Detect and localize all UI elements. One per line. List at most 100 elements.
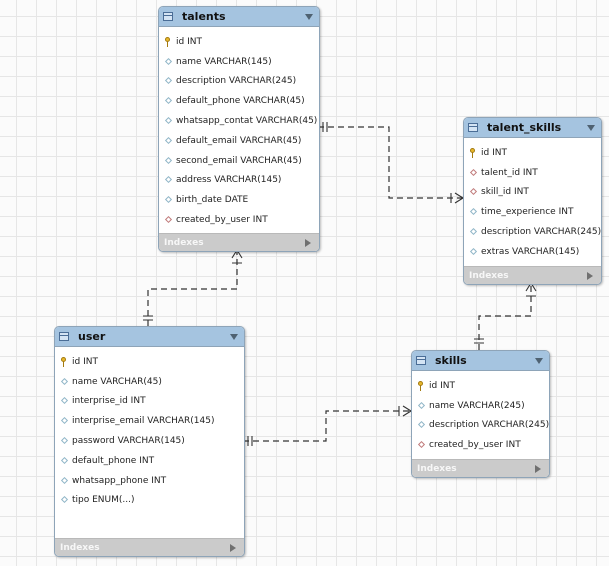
column-row[interactable]: id INT [55,352,244,372]
column-label: interprise_id INT [72,396,146,407]
table-name: talent_skills [487,121,562,134]
column-diamond-icon [417,419,426,431]
column-label: id INT [481,147,507,158]
indexes-label: Indexes [60,542,100,553]
table-header[interactable]: user [55,327,244,347]
table-talents[interactable]: talents id INT name VARCHAR(145) descrip… [158,6,320,252]
table-talent-skills[interactable]: talent_skills id INT talent_id INT skill… [463,117,602,285]
column-row[interactable]: name VARCHAR(45) [55,372,244,392]
table-header[interactable]: talent_skills [464,118,601,138]
column-row[interactable]: address VARCHAR(145) [159,171,319,191]
column-label: whatsapp_contat VARCHAR(45) [176,116,318,127]
column-row[interactable]: interprise_id INT [55,392,244,412]
column-label: address VARCHAR(145) [176,175,282,186]
column-diamond-icon [469,206,478,218]
table-header[interactable]: talents [159,7,319,27]
column-row[interactable]: tipo ENUM(...) [55,491,244,511]
column-row[interactable]: description VARCHAR(245) [464,222,601,242]
relation-user-talents[interactable] [147,250,238,326]
column-row[interactable]: skill_id INT [464,183,601,203]
table-user[interactable]: user id INT name VARCHAR(45) interprise_… [54,326,245,557]
column-row[interactable]: time_experience INT [464,202,601,222]
column-label: default_phone INT [72,455,155,466]
column-row[interactable]: created_by_user INT [412,435,549,455]
foreign-key-diamond-icon [469,186,478,198]
relation-talent-skills-skills[interactable] [478,283,532,350]
collapse-arrow-icon[interactable] [230,333,238,340]
collapse-arrow-icon[interactable] [587,124,595,131]
column-row[interactable]: id INT [412,376,549,396]
column-row[interactable]: default_phone INT [55,451,244,471]
column-diamond-icon [469,226,478,238]
cardinality-one-marker [322,122,328,132]
cardinality-one-marker [247,436,253,446]
column-diamond-icon [164,75,173,87]
table-icon [416,356,426,365]
cardinality-one-marker [474,338,484,344]
column-diamond-icon [469,246,478,258]
expand-arrow-icon[interactable] [535,464,541,473]
cardinality-one-marker [143,315,153,321]
table-icon [59,332,69,341]
table-header[interactable]: skills [412,351,549,371]
column-row[interactable]: talent_id INT [464,163,601,183]
column-row[interactable]: whatsapp_contat VARCHAR(45) [159,111,319,131]
column-row[interactable]: whatsapp_phone INT [55,471,244,491]
column-diamond-icon [164,56,173,68]
indexes-bar[interactable]: Indexes [159,233,319,251]
column-label: time_experience INT [481,207,574,218]
column-row[interactable]: id INT [464,143,601,163]
collapse-arrow-icon[interactable] [535,357,543,364]
column-row[interactable]: default_email VARCHAR(45) [159,131,319,151]
indexes-bar[interactable]: Indexes [412,459,549,477]
relation-user-skills[interactable] [243,410,411,442]
column-label: description VARCHAR(245) [481,227,602,238]
table-skills[interactable]: skills id INT name VARCHAR(245) descript… [411,350,550,478]
collapse-arrow-icon[interactable] [305,13,313,20]
column-row[interactable]: extras VARCHAR(145) [464,242,601,262]
column-label: skill_id INT [481,187,529,198]
column-row[interactable]: id INT [159,32,319,52]
cardinality-many-marker [450,192,464,204]
column-list: id INT talent_id INT skill_id INT time_e… [464,138,601,262]
table-name: user [78,330,106,343]
column-label: second_email VARCHAR(45) [176,155,302,166]
column-label: created_by_user INT [176,215,268,226]
column-diamond-icon [164,194,173,206]
expand-arrow-icon[interactable] [587,271,593,280]
relation-talents-talent-skills[interactable] [318,126,463,199]
column-row[interactable]: password VARCHAR(145) [55,431,244,451]
column-row[interactable]: interprise_email VARCHAR(145) [55,411,244,431]
column-row[interactable]: name VARCHAR(145) [159,52,319,72]
column-label: birth_date DATE [176,195,249,206]
column-row[interactable]: description VARCHAR(245) [159,72,319,92]
column-row[interactable]: birth_date DATE [159,190,319,210]
table-name: skills [435,354,467,367]
column-diamond-icon [417,400,426,412]
indexes-bar[interactable]: Indexes [464,266,601,284]
column-row[interactable]: name VARCHAR(245) [412,396,549,416]
column-row[interactable]: default_phone VARCHAR(45) [159,91,319,111]
indexes-label: Indexes [469,270,509,281]
column-label: created_by_user INT [429,440,521,451]
column-row[interactable]: second_email VARCHAR(45) [159,151,319,171]
expand-arrow-icon[interactable] [305,238,311,247]
column-list: id INT name VARCHAR(245) description VAR… [412,371,549,455]
column-label: talent_id INT [481,167,538,178]
table-name: talents [182,10,226,23]
column-diamond-icon [60,494,69,506]
column-label: description VARCHAR(245) [176,76,297,87]
table-icon [468,123,478,132]
column-diamond-icon [164,115,173,127]
column-label: password VARCHAR(145) [72,436,185,447]
column-row[interactable]: created_by_user INT [159,210,319,230]
column-row[interactable]: description VARCHAR(245) [412,416,549,436]
column-label: id INT [72,356,98,367]
column-diamond-icon [60,376,69,388]
column-label: extras VARCHAR(145) [481,246,580,257]
column-label: id INT [176,36,202,47]
key-icon [417,380,426,392]
indexes-label: Indexes [417,463,457,474]
expand-arrow-icon[interactable] [230,543,236,552]
indexes-bar[interactable]: Indexes [55,538,244,556]
